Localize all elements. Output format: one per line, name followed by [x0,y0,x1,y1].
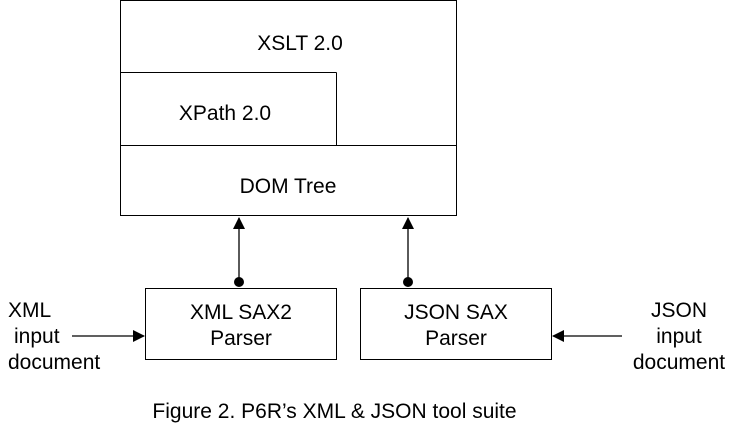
xslt-label: XSLT 2.0 [257,32,343,55]
xml-input-label: XML input document [2,298,122,376]
json-parser-connector-dot [403,277,413,287]
json-parser-label-line2: Parser [425,327,487,350]
json-input-label: JSON input document [618,298,740,376]
xml-input-label-line1: XML [8,299,52,322]
json-input-label-line2: input [656,325,702,348]
xml-input-label-line3: document [8,351,101,374]
xml-parser-label-line1: XML SAX2 [190,301,292,324]
xml-parser-label-line2: Parser [210,327,272,350]
json-parser-label-line1: JSON SAX [404,301,508,324]
processing-stack-box [120,0,457,216]
xml-input-label-line2: input [14,325,60,348]
json-sax-parser-box [360,288,552,360]
xml-parser-connector-dot [234,277,244,287]
xml-sax2-parser-box [145,288,337,360]
json-parser-label: JSON SAX Parser [360,300,552,352]
json-input-label-line1: JSON [650,299,707,322]
json-input-label-line3: document [632,351,726,374]
figure-caption: Figure 2. P6R’s XML & JSON tool suite [152,400,517,423]
xml-parser-label: XML SAX2 Parser [145,300,337,352]
xpath-label: XPath 2.0 [178,102,272,125]
dom-tree-label: DOM Tree [239,175,337,198]
